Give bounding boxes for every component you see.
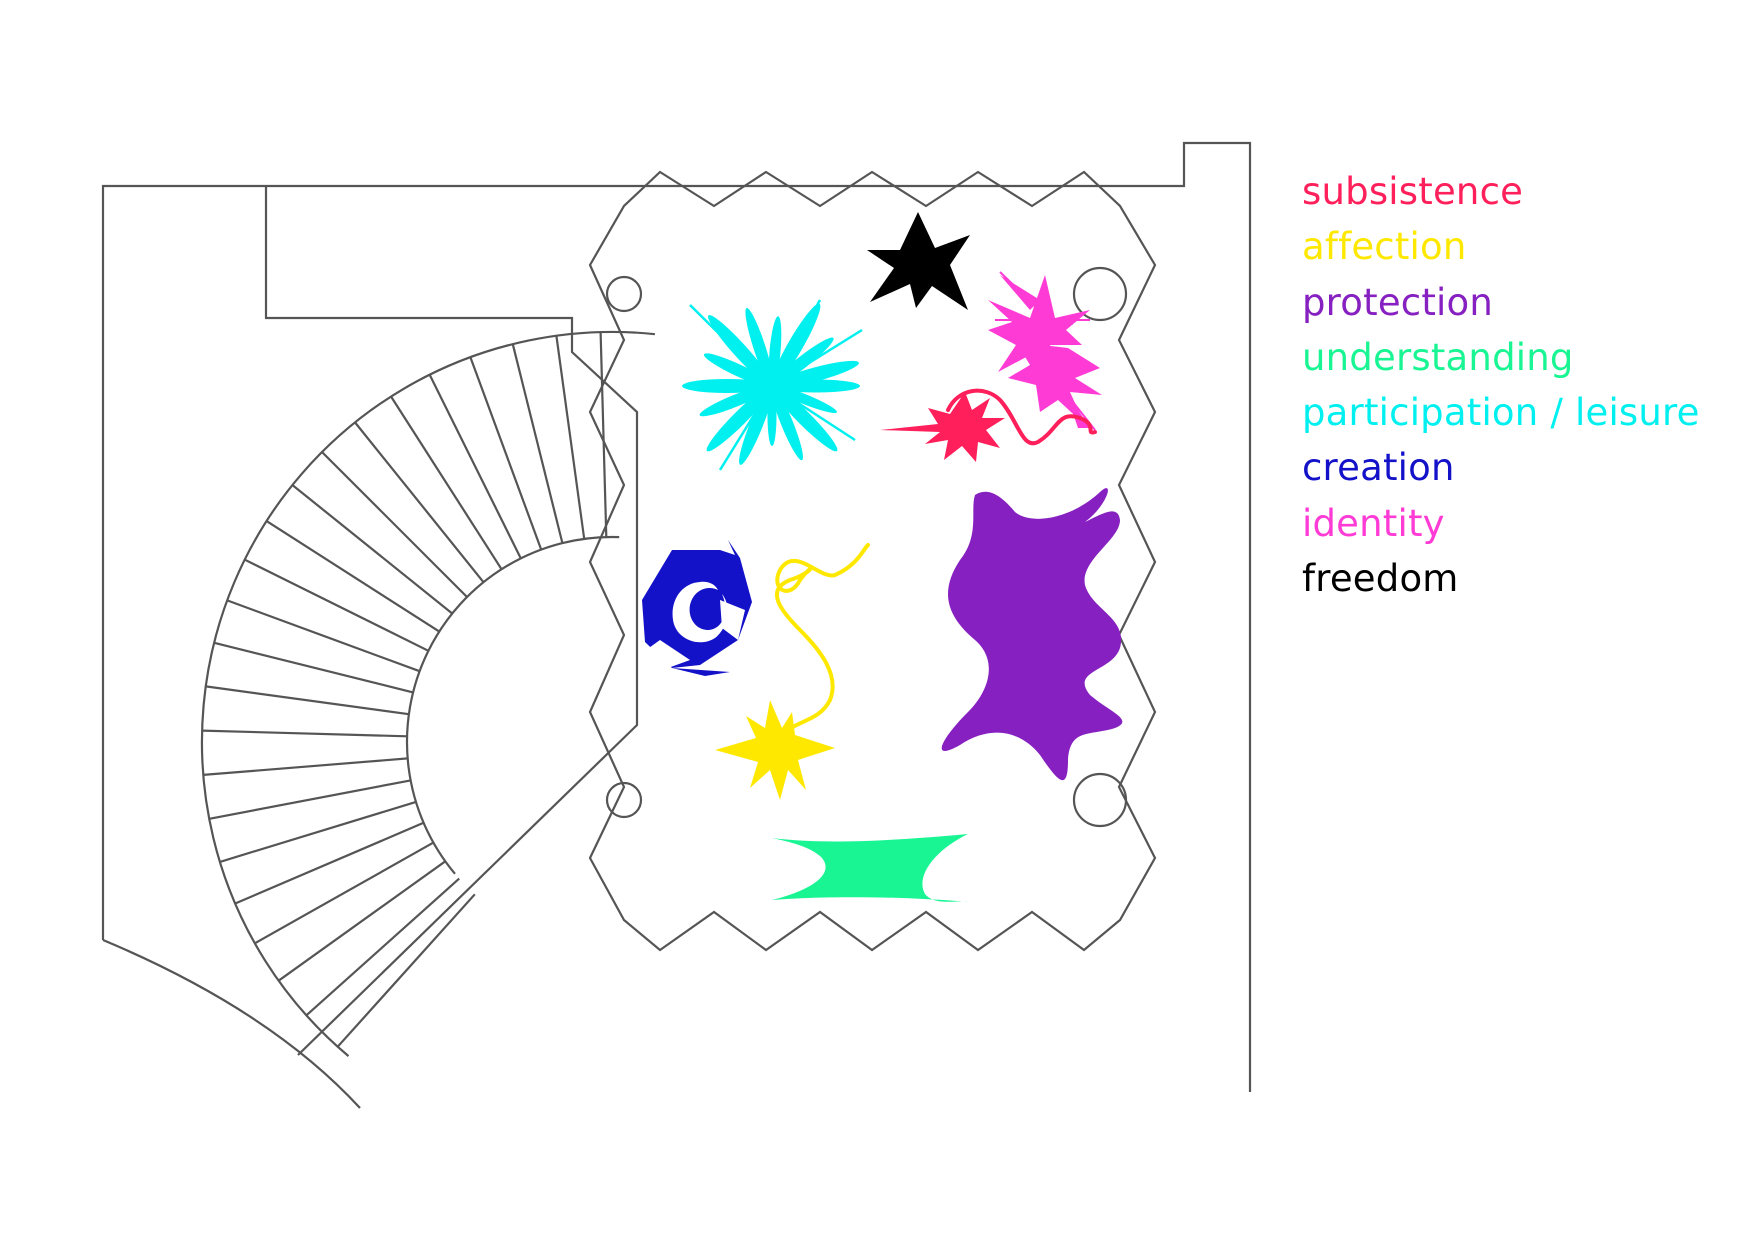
- stair-tread: [203, 757, 408, 776]
- stair-tread: [511, 343, 564, 544]
- spiral-staircase: [200, 330, 656, 1057]
- legend-item-subsistence: subsistence: [1302, 170, 1524, 213]
- spiky-star-with-curl: [715, 543, 870, 800]
- petal: [706, 385, 773, 452]
- petal: [771, 385, 837, 414]
- stair-tread: [277, 860, 446, 982]
- petal: [703, 353, 773, 387]
- legend-item-participation-leisure: participation / leisure: [1302, 391, 1700, 435]
- stair-tread: [234, 821, 425, 905]
- legend-item-identity: identity: [1302, 501, 1445, 545]
- stair-tread: [555, 335, 586, 540]
- stair-tread: [209, 779, 411, 820]
- petal: [739, 385, 774, 465]
- stair-tread: [428, 374, 522, 559]
- stair-outer-arc: [200, 330, 656, 1057]
- stair-tread: [266, 520, 440, 633]
- petal: [745, 307, 774, 387]
- outer-wall: [101, 141, 1252, 1092]
- column-circle: [1072, 266, 1128, 322]
- petal-burst: [682, 303, 860, 465]
- column-circle: [605, 275, 643, 313]
- column-circle: [605, 781, 643, 819]
- legend-item-creation: creation: [1302, 446, 1455, 490]
- petal: [682, 379, 772, 393]
- stair-tread: [599, 332, 608, 538]
- petal-needles: [689, 299, 863, 471]
- column-circle: [1072, 772, 1128, 828]
- stair-tread: [469, 356, 543, 550]
- petal: [771, 360, 859, 388]
- stair-tread: [244, 558, 429, 652]
- stair-tread: [291, 484, 453, 615]
- stair-tread: [226, 599, 420, 673]
- stair-tread: [213, 641, 414, 694]
- petal: [771, 337, 834, 387]
- floor-plan-walls: [101, 141, 1252, 1109]
- stair-tread: [354, 421, 485, 583]
- stair-tread: [254, 841, 434, 945]
- stair-tread: [205, 685, 410, 716]
- zigzag-rug: [588, 170, 1157, 952]
- stair-tread: [202, 729, 408, 738]
- legend-item-protection: protection: [1302, 280, 1494, 324]
- legend-item-affection: affection: [1302, 225, 1467, 269]
- inner-wall: [264, 186, 639, 1056]
- spiky-burst-with-tail: [880, 388, 1097, 462]
- thorny-needles: [995, 271, 1096, 431]
- stair-inner-arc: [405, 535, 620, 875]
- stair-tread: [390, 396, 503, 570]
- petal: [771, 385, 838, 452]
- legend: subsistence affection protection underst…: [1302, 164, 1700, 606]
- amoeba-blob: [941, 488, 1123, 781]
- legend-item-freedom: freedom: [1302, 557, 1459, 601]
- petal: [699, 384, 773, 417]
- petal: [771, 385, 803, 461]
- stair-tread: [305, 877, 460, 1017]
- stair-tread: [219, 800, 417, 863]
- hexagon-swirl: [642, 540, 752, 676]
- concave-pillow: [772, 834, 968, 902]
- stair-tread: [321, 451, 468, 598]
- columns: [605, 266, 1128, 828]
- legend-item-understanding: understanding: [1302, 335, 1574, 379]
- stair-tread: [336, 893, 476, 1048]
- petal: [708, 315, 773, 387]
- eight-point-star: [867, 212, 970, 310]
- outer-wall-curve: [102, 938, 361, 1109]
